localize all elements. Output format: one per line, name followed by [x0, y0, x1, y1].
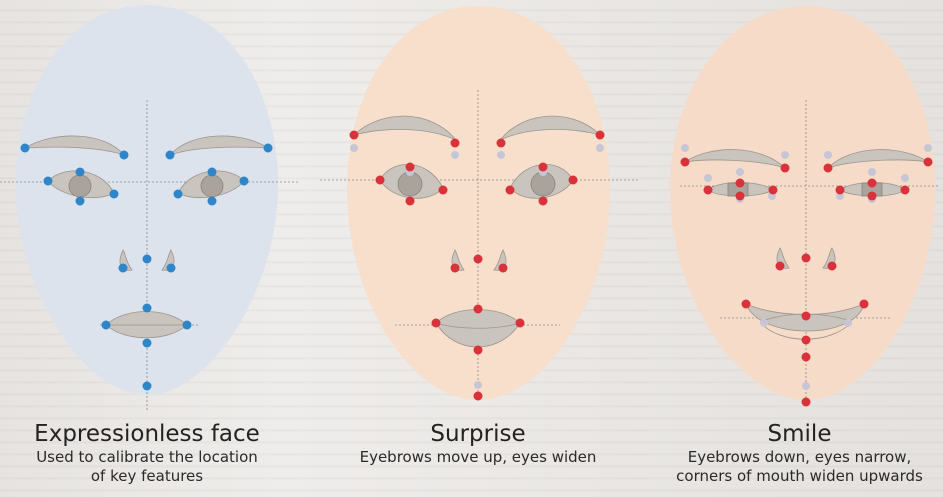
landmark-dot — [143, 304, 152, 313]
landmark-dot — [474, 381, 482, 389]
landmark-dot — [474, 346, 483, 355]
landmark-dot — [516, 319, 525, 328]
landmark-dot — [167, 264, 176, 273]
panel-title: Surprise — [330, 420, 626, 448]
landmark-dot — [596, 144, 604, 152]
panel-title: Smile — [656, 420, 943, 448]
panel-subtitle-line: Eyebrows down, eyes narrow, — [656, 448, 943, 467]
landmark-dot — [474, 305, 483, 314]
landmark-dot — [102, 321, 111, 330]
landmark-dot — [497, 139, 506, 148]
panel-subtitle-line: Eyebrows move up, eyes widen — [330, 448, 626, 467]
landmark-dot — [474, 392, 483, 401]
landmark-dot — [802, 312, 811, 321]
caption-surprise: Surprise Eyebrows move up, eyes widen — [330, 420, 626, 467]
panel-title: Expressionless face — [0, 420, 294, 448]
landmark-dot — [506, 186, 515, 195]
face-smile — [670, 6, 940, 407]
landmark-dot — [451, 139, 460, 148]
landmark-dot — [406, 163, 415, 172]
right-iris — [201, 175, 223, 197]
landmark-dot — [868, 168, 876, 176]
landmark-dot — [704, 174, 712, 182]
landmark-dot — [406, 197, 415, 206]
landmark-dot — [451, 264, 460, 273]
landmark-dot — [596, 131, 605, 140]
landmark-dot — [760, 319, 768, 327]
landmark-dot — [44, 177, 53, 186]
panel-subtitle-line: Used to calibrate the location — [0, 448, 294, 467]
landmark-dot — [736, 192, 745, 201]
landmark-dot — [736, 179, 745, 188]
landmark-dot — [802, 336, 811, 345]
landmark-dot — [769, 186, 778, 195]
landmark-dot — [781, 164, 790, 173]
landmark-dot — [208, 168, 217, 177]
landmark-dot — [183, 321, 192, 330]
landmark-dot — [240, 177, 249, 186]
landmark-dot — [802, 353, 811, 362]
landmark-dot — [143, 255, 152, 264]
landmark-dot — [539, 163, 548, 172]
left-iris — [69, 175, 91, 197]
landmark-dot — [539, 197, 548, 206]
landmark-dot — [499, 264, 508, 273]
landmark-dot — [21, 144, 30, 153]
landmark-dot — [901, 174, 909, 182]
landmark-dot — [350, 131, 359, 140]
landmark-dot — [110, 190, 119, 199]
landmark-dot — [166, 151, 175, 160]
landmark-dot — [439, 186, 448, 195]
face-surprise — [320, 6, 640, 401]
landmark-dot — [836, 186, 845, 195]
panel-subtitle-line: corners of mouth widen upwards — [656, 467, 943, 486]
landmark-dot — [143, 339, 152, 348]
landmark-dot — [143, 382, 152, 391]
landmark-dot — [264, 144, 273, 153]
face-expressionless — [0, 5, 300, 410]
landmark-dot — [901, 186, 910, 195]
caption-expressionless: Expressionless face Used to calibrate th… — [0, 420, 294, 486]
landmark-dot — [868, 192, 877, 201]
landmark-dot — [781, 151, 789, 159]
landmark-dot — [681, 158, 690, 167]
landmark-dot — [569, 176, 578, 185]
landmark-dot — [824, 151, 832, 159]
landmark-dot — [802, 382, 810, 390]
landmark-dot — [120, 151, 129, 160]
landmark-dot — [924, 158, 933, 167]
landmark-dot — [208, 197, 217, 206]
landmark-dot — [776, 262, 785, 271]
landmark-dot — [802, 398, 811, 407]
landmark-dot — [174, 190, 183, 199]
landmark-dot — [924, 144, 932, 152]
landmark-dot — [681, 144, 689, 152]
landmark-dot — [119, 264, 128, 273]
landmark-dot — [474, 255, 483, 264]
landmark-dot — [497, 151, 505, 159]
landmark-dot — [376, 176, 385, 185]
landmark-dot — [451, 151, 459, 159]
landmark-dot — [736, 168, 744, 176]
landmark-dot — [868, 179, 877, 188]
landmark-dot — [76, 168, 85, 177]
landmark-dot — [432, 319, 441, 328]
landmark-dot — [828, 262, 837, 271]
landmark-dot — [704, 186, 713, 195]
landmark-dot — [76, 197, 85, 206]
landmark-dot — [844, 319, 852, 327]
landmark-dot — [742, 300, 751, 309]
landmark-dot — [824, 164, 833, 173]
caption-smile: Smile Eyebrows down, eyes narrow, corner… — [656, 420, 943, 486]
landmark-dot — [860, 300, 869, 309]
landmark-dot — [802, 254, 811, 263]
landmark-dot — [350, 144, 358, 152]
panel-subtitle-line: of key features — [0, 467, 294, 486]
